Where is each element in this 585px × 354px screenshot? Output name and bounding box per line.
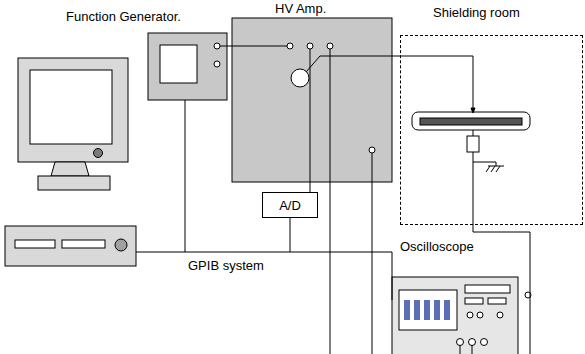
bus-label: GPIB system: [186, 258, 266, 273]
monitor-wire: [330, 49, 331, 354]
stage-pedestal: [467, 136, 479, 152]
oscilloscope-body: [392, 277, 518, 354]
input-port: [287, 43, 293, 49]
sample-plate: [420, 118, 522, 125]
input-jack: [457, 339, 464, 346]
node-heading: HV Amp.: [275, 1, 326, 16]
connector-wire: [227, 46, 232, 47]
monitor-neck: [51, 162, 89, 176]
wires: [136, 46, 530, 354]
node-heading: A/D: [279, 198, 301, 213]
input-jack: [481, 339, 488, 346]
hv-wire: [306, 56, 392, 72]
ports: [214, 43, 375, 153]
panel-strip: [465, 285, 510, 293]
ground-symbol: [491, 166, 495, 172]
gpib-bus: [136, 252, 392, 300]
input-jack: [469, 339, 476, 346]
drive-slot: [15, 240, 55, 248]
ground-symbol: [488, 166, 504, 167]
output-port: [214, 43, 220, 49]
knob: [497, 312, 503, 318]
ground-symbol: [486, 166, 490, 172]
scope-port: [369, 147, 375, 153]
oscilloscope: Oscilloscope: [392, 277, 518, 354]
ground-symbol: [496, 166, 500, 172]
monitor-screen: [30, 70, 112, 144]
node-heading: Oscilloscope: [400, 239, 474, 254]
amplifier-body: [232, 18, 392, 182]
ad-converter: A/D: [262, 192, 318, 218]
computer-tower: [5, 226, 136, 266]
sample-stage: [412, 112, 530, 130]
node-heading: Function Generator.: [66, 9, 181, 24]
needle-electrode: [471, 108, 475, 113]
panel-key: [488, 298, 506, 304]
shielding-room: Shielding room: [400, 35, 583, 225]
ground-wire: [473, 162, 496, 163]
generator-screen: [160, 45, 197, 83]
node-heading: Shielding room: [433, 5, 520, 20]
signal-wire: [232, 46, 287, 47]
stage-wire: [473, 130, 474, 136]
generator-body: [148, 33, 227, 100]
output-port: [214, 61, 220, 67]
connector-group: [227, 46, 400, 192]
function-generator: Function Generator.: [148, 33, 227, 100]
hv-output-terminal: [291, 69, 309, 87]
ground-wire: [496, 162, 497, 166]
hv-amplifier: HV Amp.: [232, 18, 392, 182]
drive-slot: [62, 240, 105, 248]
hv-wire: [400, 56, 473, 108]
signal-wire: [220, 46, 227, 47]
monitor-button: [94, 149, 103, 158]
gpib-drop: [290, 218, 291, 252]
monitor-body: [18, 58, 128, 162]
knob: [467, 312, 473, 318]
knob: [477, 312, 483, 318]
monitor-base: [38, 176, 110, 190]
oscilloscope-screen: [399, 290, 457, 330]
waveform: [404, 300, 450, 320]
monitor-port: [327, 43, 333, 49]
connector-wire: [392, 56, 400, 57]
scope-wire: [372, 153, 373, 354]
monitor-port: [307, 43, 313, 49]
probe-lead: [460, 345, 461, 354]
monitor-wire: [310, 49, 311, 182]
power-button: [115, 239, 127, 251]
stage-wire: [473, 152, 530, 354]
gpib-drop: [185, 100, 186, 252]
connector-wire: [310, 182, 311, 192]
probe-lead: [472, 345, 473, 354]
panel-key: [465, 298, 483, 304]
